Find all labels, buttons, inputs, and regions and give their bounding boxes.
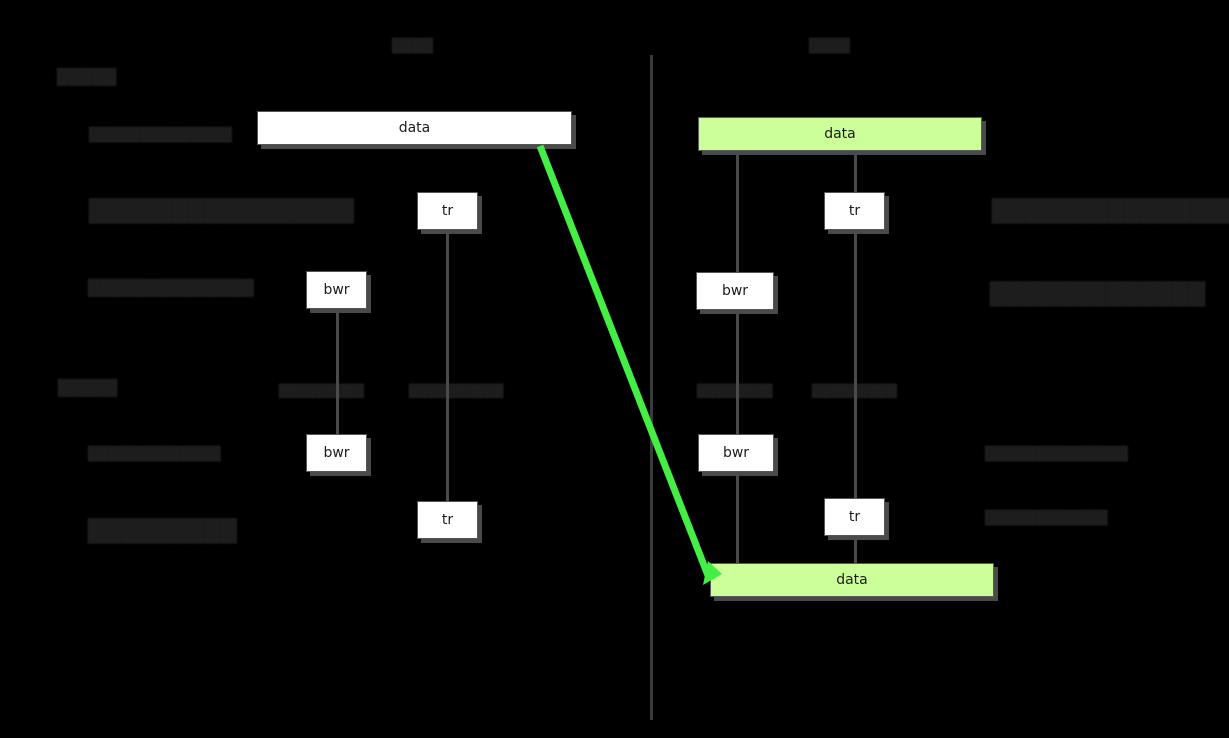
right-title-2: █████████████: [990, 282, 1206, 306]
connector-right-data-to-tr: [854, 150, 857, 194]
node-left-bwr-top[interactable]: bwr: [306, 271, 367, 309]
node-label: tr: [848, 509, 861, 525]
edge-label-right-bwr: ████████: [697, 384, 773, 398]
node-left-data-top[interactable]: data: [257, 111, 572, 145]
left-row-label-1: ██████████████: [89, 128, 232, 143]
connector-right-tr-to-data: [854, 535, 857, 575]
node-right-tr-top[interactable]: tr: [824, 192, 885, 230]
connector-left-bwr-to-bwr: [336, 305, 339, 445]
left-title-1: ████████████████: [89, 199, 354, 223]
node-label: data: [398, 120, 431, 136]
node-label: bwr: [323, 282, 350, 298]
left-section-label-2: █████: [58, 379, 118, 397]
node-right-bwr-bottom[interactable]: bwr: [698, 434, 774, 472]
left-title-2: █████████: [88, 519, 237, 543]
connector-right-tr-to-tr: [854, 226, 857, 512]
edge-label-left-tr: ██████████: [409, 384, 504, 398]
node-right-bwr-top[interactable]: bwr: [696, 272, 774, 310]
green-arrow-line: [536, 144, 713, 580]
node-right-data-top[interactable]: data: [698, 117, 982, 151]
right-row-label-1: ██████████████: [985, 447, 1128, 462]
node-left-tr-bottom[interactable]: tr: [417, 501, 478, 539]
connector-right-data-to-bwr: [736, 150, 739, 274]
node-label: data: [824, 126, 856, 142]
node-label: tr: [441, 512, 454, 528]
node-label: data: [836, 572, 868, 588]
connector-right-bwr-to-data: [736, 472, 739, 575]
node-left-tr-top[interactable]: tr: [417, 192, 478, 230]
edge-label-left-bwr: █████████: [279, 384, 364, 398]
vertical-separator: [650, 55, 653, 720]
node-right-tr-bottom[interactable]: tr: [824, 498, 885, 536]
left-section-label: █████: [57, 68, 117, 86]
node-label: bwr: [323, 445, 350, 461]
connector-right-bwr-to-bwr: [736, 307, 739, 447]
left-row-label-2: █████████████: [88, 447, 221, 462]
connector-left-tr-to-tr: [446, 226, 449, 514]
left-subtitle-1: ██████████████: [88, 279, 254, 297]
node-left-bwr-bottom[interactable]: bwr: [306, 434, 367, 472]
node-label: bwr: [722, 445, 750, 461]
node-label: bwr: [721, 283, 749, 299]
node-label: tr: [441, 203, 454, 219]
node-right-data-bottom[interactable]: data: [710, 563, 994, 597]
node-label: tr: [848, 203, 861, 219]
left-column-heading: ████: [392, 39, 433, 54]
right-title-1: ████████████████: [992, 199, 1229, 223]
right-row-label-2: ████████████: [985, 511, 1108, 526]
right-column-heading: ████: [809, 39, 850, 54]
